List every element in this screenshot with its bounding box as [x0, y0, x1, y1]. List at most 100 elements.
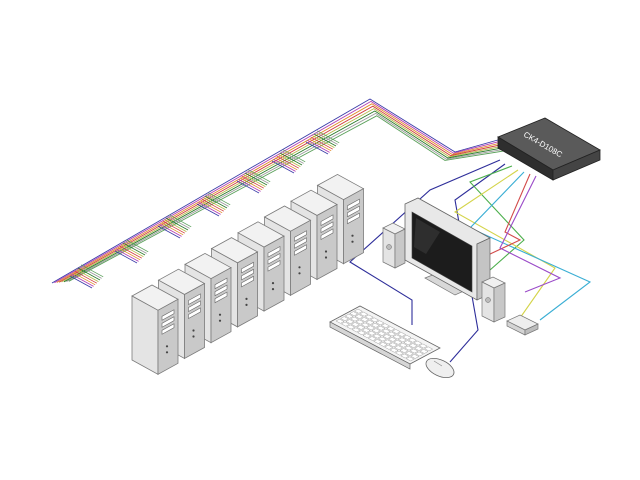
keyboard-key: [376, 325, 386, 331]
pc-cable-branch: [238, 179, 261, 192]
keyboard-key: [356, 325, 366, 330]
pc-cable-bundle: [51, 98, 522, 289]
keyboard-key: [394, 350, 404, 356]
keyboard-key: [409, 348, 419, 354]
keyboard-key: [410, 354, 420, 359]
pc-cable-branch: [121, 244, 144, 257]
speaker-left: [382, 222, 406, 269]
keyboard-front: [329, 321, 411, 370]
pc-cable-branch: [169, 214, 192, 228]
pc-cable-branch: [124, 241, 147, 254]
keyboard-key: [359, 311, 369, 317]
keyboard-key: [403, 340, 413, 346]
kvm-switch: CK4-D108C: [497, 117, 601, 181]
keyboard-key: [373, 339, 383, 344]
keyboard-key: [355, 319, 365, 325]
keyboard-key: [346, 324, 356, 330]
pc-cable-branch: [159, 224, 182, 237]
keyboard-key: [364, 314, 374, 320]
pc-cable-branch: [243, 174, 266, 187]
keyboard-key: [398, 342, 408, 348]
computer-tower: [131, 284, 179, 375]
pc-cable-branch: [200, 200, 223, 214]
keyboard-key: [340, 321, 350, 327]
pc-cable-branch: [312, 135, 335, 148]
keyboard-key: [377, 331, 387, 336]
keyboard-key: [381, 328, 391, 334]
pc-cable-branch: [116, 249, 139, 262]
keyboard-key: [414, 346, 424, 351]
pc-cable-branch: [164, 219, 187, 232]
pc-cable-branch: [305, 141, 329, 155]
keyboard-key: [383, 339, 393, 345]
pc-cable-branch: [310, 136, 333, 150]
pc-cable-branch: [81, 264, 104, 278]
pc-cable-branch: [309, 138, 332, 152]
pc-cable-branch: [276, 155, 299, 169]
pc-cable-branch: [313, 133, 337, 147]
pc-cable-branch: [165, 217, 189, 231]
keyboard-key: [397, 332, 407, 337]
keyboard-key: [394, 345, 404, 351]
pc-cable-strand: [54, 100, 508, 284]
pc-cable-strand: [61, 108, 515, 283]
keyboard-key: [372, 333, 382, 339]
keyboard-key: [414, 351, 424, 357]
console-cable: [487, 173, 531, 256]
keyboard-key: [350, 316, 360, 322]
pc-cable-branch: [248, 169, 271, 183]
keyboard-key: [400, 353, 410, 359]
keyboard-key: [391, 329, 401, 334]
speaker-right: [481, 276, 506, 323]
pc-cable-branch: [244, 172, 268, 186]
keyboard-key: [340, 316, 350, 322]
console-cable: [469, 165, 525, 271]
pc-cable-branch: [69, 275, 93, 289]
keyboard-key: [402, 334, 412, 340]
pc-cable-branch: [74, 270, 97, 284]
keyboard-key: [393, 339, 403, 345]
pc-cable-branch: [77, 267, 101, 281]
pc-cable-branch: [278, 154, 301, 167]
keyboard-key: [360, 317, 370, 322]
pc-cable-branch: [208, 192, 231, 206]
pc-cable-branch: [307, 140, 330, 153]
keyboard-key: [371, 328, 381, 334]
keyboard-key: [370, 322, 380, 328]
keyboard-key: [392, 334, 402, 340]
pc-cable-branch: [167, 216, 190, 229]
pc-cable-strand: [68, 115, 522, 282]
keyboard-key: [361, 327, 371, 333]
console-cable: [469, 171, 592, 321]
keyboard-key: [357, 330, 367, 336]
keyboard-key: [382, 334, 392, 339]
keyboard-key: [378, 342, 388, 347]
keyboard-key: [335, 318, 345, 324]
pc-cable-branch: [118, 247, 141, 261]
keyboard-key: [388, 342, 398, 348]
pc-cable-branch: [275, 157, 298, 171]
computer-row: [131, 173, 365, 375]
keyboard-key: [386, 326, 396, 331]
keyboard-key: [365, 320, 375, 325]
pc-cable-branch: [119, 245, 142, 259]
keyboard-key: [404, 345, 414, 351]
audio-adapter: [506, 314, 539, 336]
keyboard-key: [380, 323, 390, 329]
keyboard-key: [366, 325, 376, 331]
pc-cable-strand: [56, 103, 510, 283]
keyboard-key: [367, 336, 377, 341]
pc-cable-branch: [204, 195, 228, 209]
keyboard-key: [367, 330, 377, 336]
keyboard-key: [387, 331, 397, 337]
keyboard-key: [389, 347, 399, 353]
pc-cable-strand: [63, 110, 518, 283]
keyboard-key: [387, 337, 397, 342]
pc-cable-branch: [161, 222, 184, 236]
keyboard-key: [418, 343, 428, 349]
pc-cable-branch: [317, 130, 340, 144]
console-cable: [349, 159, 501, 325]
keyboard-key: [384, 344, 394, 350]
keyboard-key: [345, 319, 355, 324]
